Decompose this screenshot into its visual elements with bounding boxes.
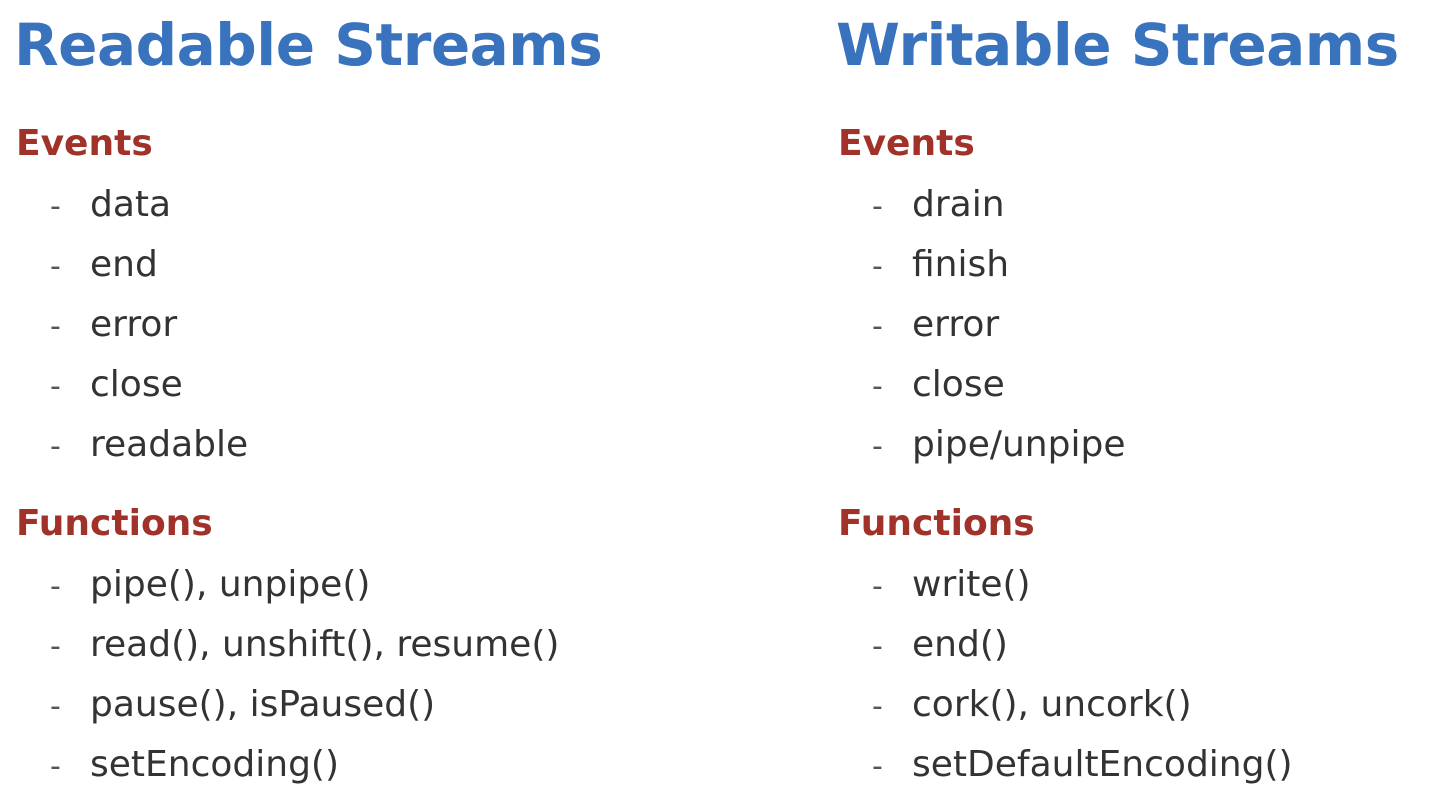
list-item-text: end() bbox=[912, 624, 1008, 665]
list-item-text: end bbox=[90, 244, 158, 285]
list-item-text: setEncoding() bbox=[90, 744, 340, 785]
list-item-text: readable bbox=[90, 424, 249, 465]
list-item: -drain bbox=[872, 175, 1125, 235]
bullet-dash: - bbox=[50, 629, 61, 664]
list-item: -write() bbox=[872, 555, 1293, 615]
bullet-dash: - bbox=[50, 309, 61, 344]
bullet-dash: - bbox=[872, 689, 883, 724]
readable-streams-title: Readable Streams bbox=[14, 11, 603, 79]
list-item: -read(), unshift(), resume() bbox=[50, 615, 559, 675]
list-item-text: read(), unshift(), resume() bbox=[90, 624, 560, 665]
list-item-text: cork(), uncork() bbox=[912, 684, 1192, 725]
bullet-dash: - bbox=[872, 309, 883, 344]
bullet-dash: - bbox=[50, 569, 61, 604]
list-item-text: data bbox=[90, 184, 172, 225]
bullet-dash: - bbox=[50, 429, 61, 464]
list-item: -error bbox=[872, 295, 1125, 355]
list-item: -readable bbox=[50, 415, 248, 475]
list-item-text: finish bbox=[912, 244, 1010, 285]
list-item: -close bbox=[872, 355, 1125, 415]
readable-functions-list: -pipe(), unpipe() -read(), unshift(), re… bbox=[50, 555, 559, 795]
bullet-dash: - bbox=[872, 629, 883, 664]
list-item-text: write() bbox=[912, 564, 1031, 605]
list-item-text: close bbox=[90, 364, 183, 405]
list-item: -end() bbox=[872, 615, 1293, 675]
list-item-text: pipe(), unpipe() bbox=[90, 564, 371, 605]
list-item: -end bbox=[50, 235, 248, 295]
bullet-dash: - bbox=[50, 369, 61, 404]
bullet-dash: - bbox=[872, 749, 883, 784]
bullet-dash: - bbox=[50, 749, 61, 784]
list-item: -cork(), uncork() bbox=[872, 675, 1293, 735]
list-item: -setDefaultEncoding() bbox=[872, 735, 1293, 795]
list-item: -pipe(), unpipe() bbox=[50, 555, 559, 615]
bullet-dash: - bbox=[872, 429, 883, 464]
readable-functions-heading: Functions bbox=[16, 503, 213, 544]
list-item: -pause(), isPaused() bbox=[50, 675, 559, 735]
writable-functions-list: -write() -end() -cork(), uncork() -setDe… bbox=[872, 555, 1293, 795]
list-item-text: error bbox=[912, 304, 1000, 345]
bullet-dash: - bbox=[872, 569, 883, 604]
list-item-text: error bbox=[90, 304, 178, 345]
list-item: -finish bbox=[872, 235, 1125, 295]
bullet-dash: - bbox=[872, 369, 883, 404]
list-item: -close bbox=[50, 355, 248, 415]
list-item: -pipe/unpipe bbox=[872, 415, 1125, 475]
bullet-dash: - bbox=[50, 689, 61, 724]
bullet-dash: - bbox=[872, 189, 883, 224]
writable-events-list: -drain -finish -error -close -pipe/unpip… bbox=[872, 175, 1125, 475]
bullet-dash: - bbox=[50, 189, 61, 224]
list-item-text: drain bbox=[912, 184, 1005, 225]
list-item: -setEncoding() bbox=[50, 735, 559, 795]
writable-streams-title: Writable Streams bbox=[836, 11, 1399, 79]
readable-events-heading: Events bbox=[16, 123, 153, 164]
list-item-text: setDefaultEncoding() bbox=[912, 744, 1293, 785]
writable-functions-heading: Functions bbox=[838, 503, 1035, 544]
list-item-text: pipe/unpipe bbox=[912, 424, 1126, 465]
bullet-dash: - bbox=[50, 249, 61, 284]
writable-events-heading: Events bbox=[838, 123, 975, 164]
list-item: -data bbox=[50, 175, 248, 235]
bullet-dash: - bbox=[872, 249, 883, 284]
list-item-text: pause(), isPaused() bbox=[90, 684, 436, 725]
readable-events-list: -data -end -error -close -readable bbox=[50, 175, 248, 475]
list-item-text: close bbox=[912, 364, 1005, 405]
list-item: -error bbox=[50, 295, 248, 355]
